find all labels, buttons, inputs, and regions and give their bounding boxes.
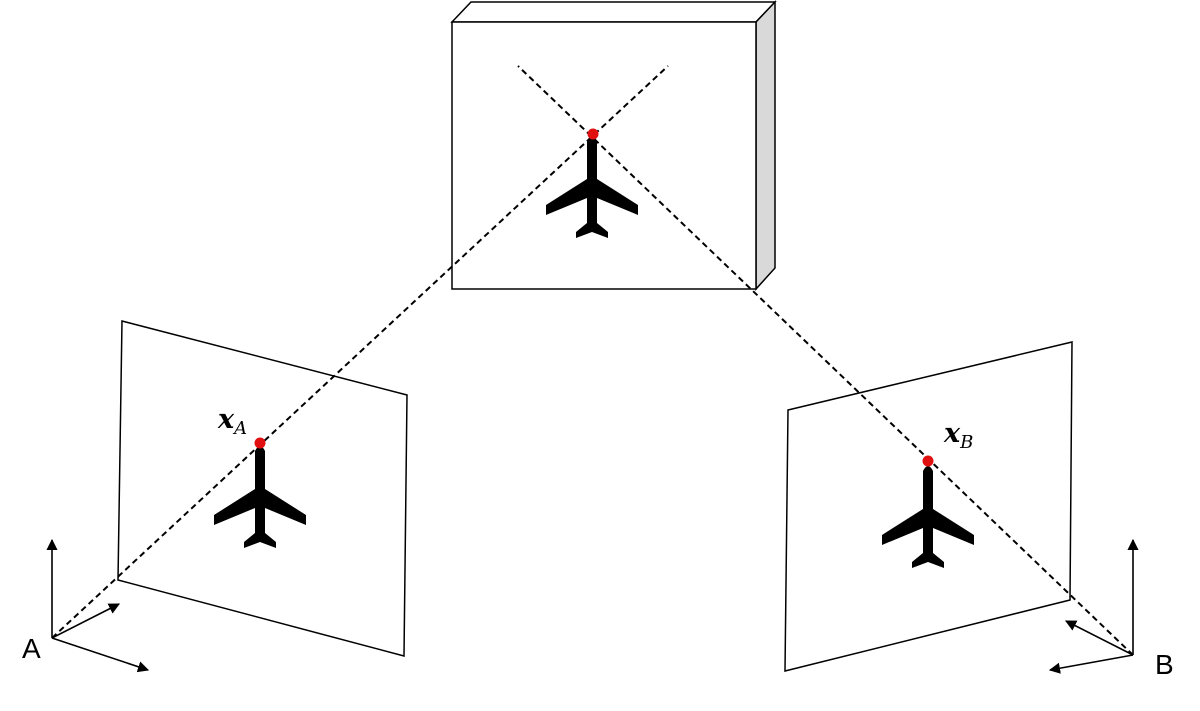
- object-point: [587, 128, 599, 140]
- airplane-icon-image-a: [214, 446, 306, 548]
- camera-a-axes: [46, 538, 150, 673]
- camera-b-axes: [1048, 538, 1139, 674]
- image-plane-a: [117, 320, 408, 657]
- image-point-a-label: xA: [217, 404, 247, 439]
- camera-b-axis-depth: [1065, 620, 1134, 656]
- box-side-face: [755, 0, 776, 291]
- image-point-a-label-sub: A: [232, 418, 247, 439]
- image-plane-b: [784, 341, 1073, 672]
- image-point-a-label-main: x: [217, 404, 235, 435]
- image-point-b-label-sub: B: [959, 432, 973, 453]
- camera-a-label: A: [22, 633, 41, 664]
- image-point-b-label-main: x: [943, 418, 961, 449]
- box-front-face: [451, 21, 757, 290]
- camera-b-label: B: [1155, 649, 1174, 680]
- image-point-b-label: xB: [943, 418, 973, 453]
- ray-camera-a: [51, 65, 669, 639]
- camera-b-axis-left: [1048, 654, 1134, 674]
- image-point-a: [254, 437, 266, 449]
- object-box: [450, 0, 777, 291]
- ray-camera-b: [517, 65, 1134, 656]
- box-top-face: [450, 1, 777, 23]
- airplane-icon-image-b: [882, 466, 974, 568]
- image-point-b: [922, 455, 934, 467]
- camera-a-axis-right: [51, 637, 150, 673]
- camera-a-axis-depth: [51, 603, 120, 639]
